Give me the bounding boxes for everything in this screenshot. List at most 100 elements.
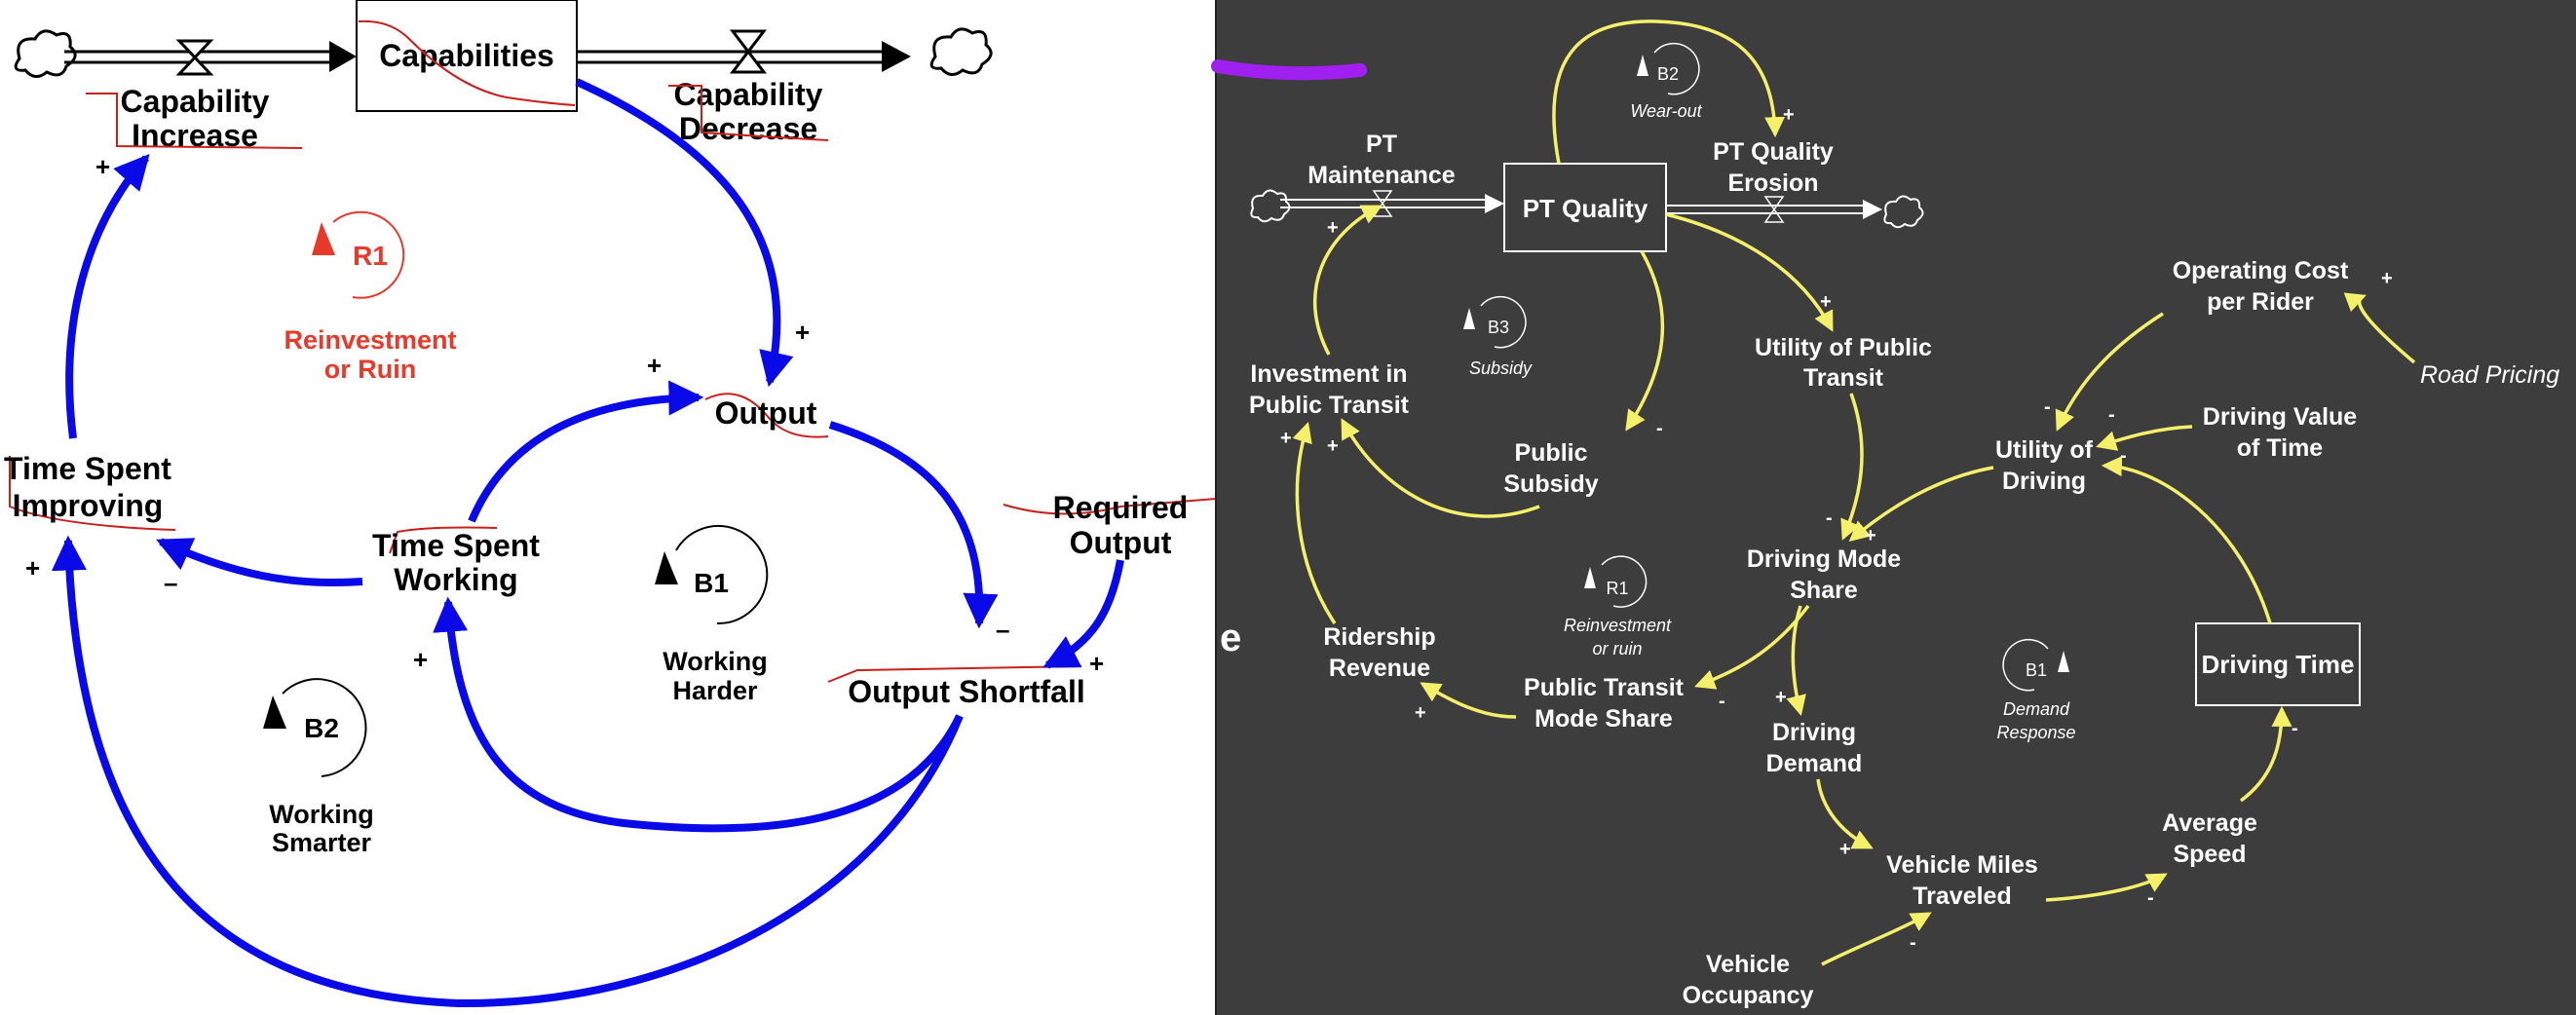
flow-pt-quality-erosion-line1: PT Quality [1713, 138, 1834, 166]
link-shortfall-to-working [433, 596, 964, 833]
svg-text:Investment in: Investment in [1250, 360, 1407, 388]
right-variables: Investment in Public Transit Public Subs… [1249, 257, 2559, 1009]
svg-text:Harder: Harder [672, 676, 758, 705]
svg-text:Driving Value: Driving Value [2203, 403, 2357, 431]
stock-driving-time-label: Driving Time [2201, 650, 2354, 679]
svg-text:–: – [996, 615, 1009, 644]
svg-text:Vehicle: Vehicle [1706, 951, 1790, 978]
pt-maintenance-pipe [1280, 190, 1504, 217]
svg-text:R1: R1 [353, 241, 388, 271]
edge-text-fragment: e [1220, 617, 1241, 659]
svg-text:-: - [2108, 404, 2115, 426]
svg-text:Working: Working [663, 647, 768, 676]
svg-text:-: - [2292, 718, 2298, 739]
link-revenue-to-investment [1292, 421, 1337, 624]
loop-b2-wearout: B2 Wear-out [1630, 42, 1703, 121]
link-improving-to-capability-increase [65, 153, 150, 439]
svg-text:Reinvestment: Reinvestment [1564, 616, 1672, 635]
flow-pt-maintenance-line2: Maintenance [1307, 162, 1456, 189]
svg-text:Driving: Driving [1772, 719, 1856, 746]
stock-capabilities [356, 0, 578, 112]
svg-text:B2: B2 [304, 713, 339, 743]
link-occupancy-to-vmt [1821, 912, 1932, 966]
left-panel: Capabilities Capability Increase Capabil… [0, 0, 1217, 1015]
svg-text:Public: Public [1514, 439, 1587, 467]
svg-text:+: + [25, 553, 40, 583]
svg-text:+: + [1327, 217, 1339, 239]
svg-text:+: + [1775, 687, 1787, 708]
svg-text:+: + [795, 318, 810, 347]
svg-text:+: + [647, 351, 662, 380]
svg-text:Average: Average [2162, 809, 2257, 837]
svg-text:Reinvestment: Reinvestment [284, 325, 456, 355]
red-annotation-scribbles [9, 19, 1217, 683]
svg-text:-: - [1826, 508, 1833, 529]
svg-text:Share: Share [1790, 577, 1858, 604]
pt-quality-erosion-pipe [1666, 196, 1882, 223]
svg-text:B3: B3 [1488, 318, 1509, 337]
svg-text:Response: Response [1996, 723, 2075, 742]
loop-b3-subsidy: B3 Subsidy [1463, 295, 1533, 378]
stock-driving-time [2195, 622, 2361, 706]
valve-icon [729, 29, 768, 74]
link-capabilities-to-output [575, 78, 794, 388]
svg-text:-: - [2147, 887, 2154, 909]
link-shortfall-to-improving [51, 535, 964, 1008]
svg-text:+: + [1327, 435, 1339, 457]
link-required-to-shortfall [1042, 559, 1124, 669]
link-investment-to-maintenance [1312, 205, 1383, 356]
var-output-shortfall: Output Shortfall [848, 674, 1085, 709]
link-ptquality-to-utility-pt [1665, 212, 1834, 332]
link-output-to-shortfall [828, 421, 999, 629]
svg-text:-: - [1910, 932, 1916, 954]
svg-text:Smarter: Smarter [272, 828, 372, 857]
svg-text:+: + [413, 645, 428, 674]
left-polarity-signs: + + + – + – + + [25, 152, 1104, 678]
link-subsidy-to-investment [1341, 418, 1540, 518]
link-working-to-output [468, 380, 704, 523]
svg-text:+: + [1089, 649, 1104, 678]
loop-r1-reinvestment: R1 Reinvestment or ruin [1564, 555, 1672, 658]
var-required-output-line2: Output [1070, 525, 1172, 560]
link-value-of-time-to-utility-driving [2095, 425, 2193, 451]
capability-decrease-pipe [577, 29, 911, 74]
var-output: Output [715, 395, 817, 431]
link-opcost-to-utility-driving [2055, 312, 2164, 432]
loop-b1: B1 Working Harder [655, 525, 769, 705]
link-driving-time-to-utility-driving [2101, 456, 2272, 624]
link-utility-driving-to-mode-share [1848, 466, 1994, 543]
svg-text:Utility of Public: Utility of Public [1755, 334, 1932, 361]
svg-text:or ruin: or ruin [1592, 639, 1642, 658]
loop-b1-demand-response: B1 Demand Response [1996, 638, 2076, 742]
link-demand-to-vmt [1816, 778, 1874, 849]
right-panel: e PT Quality PT Maintenance PT Quality E… [1211, 0, 2576, 1015]
highlighter-mark [1211, 59, 1367, 81]
svg-text:Subsidy: Subsidy [1503, 470, 1598, 498]
svg-text:Speed: Speed [2173, 841, 2246, 868]
svg-text:Driving Mode: Driving Mode [1747, 545, 1901, 573]
link-ptquality-to-subsidy [1625, 250, 1665, 432]
svg-text:Ridership: Ridership [1323, 623, 1435, 651]
valve-icon [175, 39, 214, 76]
svg-text:Demand: Demand [2003, 699, 2070, 719]
link-vmt-to-speed [2045, 873, 2168, 902]
flow-capability-increase-line1: Capability [121, 84, 270, 119]
svg-text:Working: Working [269, 800, 374, 829]
link-road-pricing-to-opcost [2343, 292, 2416, 364]
svg-text:+: + [1783, 104, 1795, 126]
link-pt-mode-share-to-revenue [1420, 682, 1517, 719]
flow-capability-decrease-line2: Decrease [679, 111, 817, 146]
loop-b2: B2 Working Smarter [263, 678, 374, 857]
svg-text:Demand: Demand [1766, 750, 1863, 777]
svg-text:+: + [1865, 525, 1876, 546]
cloud-sink-icon [929, 27, 993, 76]
flow-capability-decrease-line1: Capability [674, 77, 823, 112]
svg-text:Utility of: Utility of [1995, 436, 2094, 464]
var-time-spent-improving-line1: Time Spent [4, 451, 171, 486]
svg-text:–: – [164, 568, 177, 597]
svg-text:-: - [1719, 691, 1725, 712]
loop-r1: R1 Reinvestment or Ruin [284, 210, 457, 384]
svg-text:or Ruin: or Ruin [324, 355, 417, 384]
svg-text:Revenue: Revenue [1329, 655, 1430, 682]
right-causal-links [1292, 19, 2416, 966]
